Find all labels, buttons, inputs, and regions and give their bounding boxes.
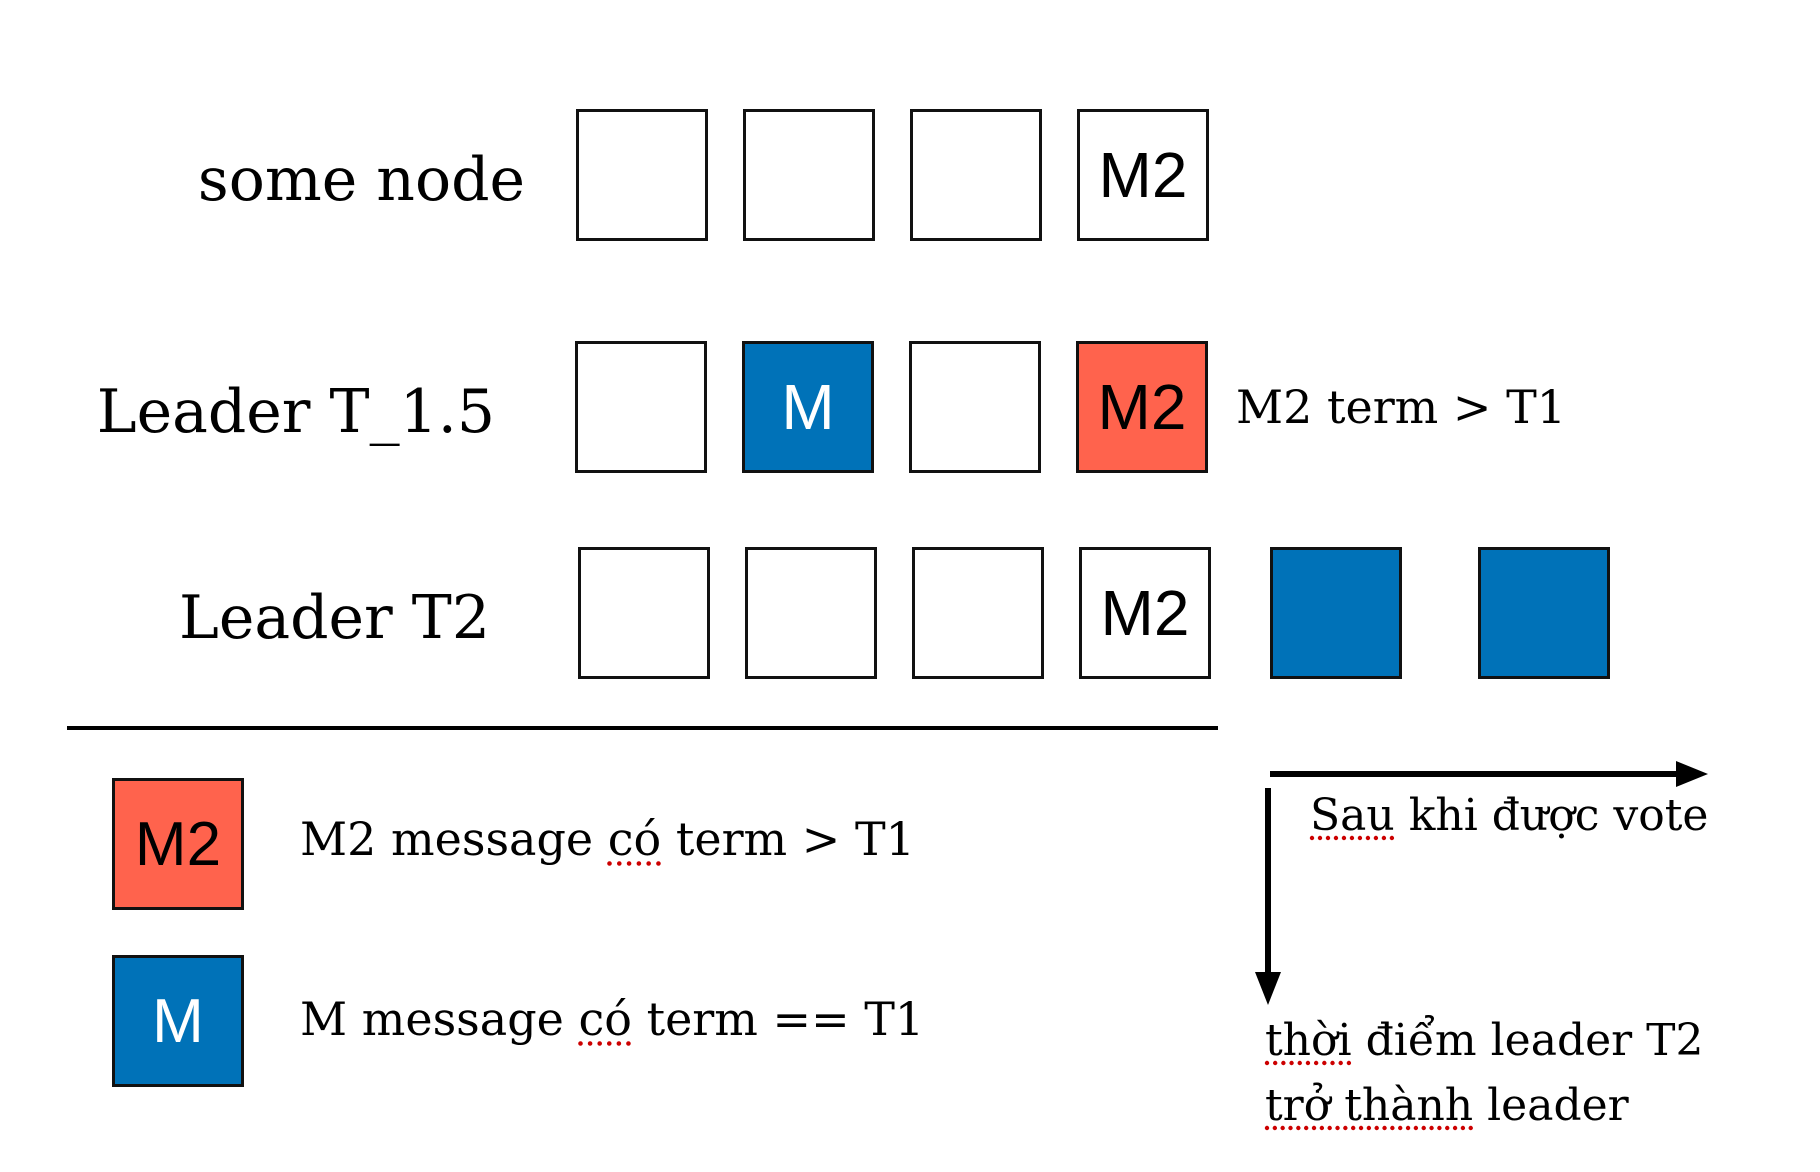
log-cell [909, 341, 1041, 473]
log-cell [576, 109, 708, 241]
log-cell [578, 547, 710, 679]
legend-desc-m2: M2 message có term > T1 [300, 812, 915, 866]
log-cell-new-entry [1270, 547, 1402, 679]
log-cell [743, 109, 875, 241]
horizontal-arrow-label: Sau khi được vote [1310, 790, 1709, 841]
vertical-arrowhead [1255, 972, 1281, 1005]
log-cell-new-entry [1478, 547, 1610, 679]
log-cell [745, 547, 877, 679]
log-cell-m: M [742, 341, 874, 473]
log-cell-m2: M2 [1077, 109, 1209, 241]
row-label-leader-t1-5: Leader T_1.5 [96, 377, 495, 447]
legend-desc-m: M message có term == T1 [300, 992, 925, 1046]
log-cell [912, 547, 1044, 679]
vertical-arrow-label-line2: trở thành leader [1265, 1080, 1629, 1131]
divider-line [67, 726, 1218, 730]
log-cell-m2: M2 [1076, 341, 1208, 473]
row-note-m2-term: M2 term > T1 [1236, 380, 1567, 434]
row-label-leader-t2: Leader T2 [179, 583, 490, 653]
row-label-some-node: some node [197, 145, 525, 215]
legend-box-m2: M2 [112, 778, 244, 910]
legend-box-m: M [112, 955, 244, 1087]
vertical-arrow-label-line1: thời điểm leader T2 [1265, 1015, 1704, 1066]
log-cell-m2: M2 [1079, 547, 1211, 679]
log-cell [910, 109, 1042, 241]
horizontal-arrowhead [1676, 761, 1708, 787]
log-cell [575, 341, 707, 473]
